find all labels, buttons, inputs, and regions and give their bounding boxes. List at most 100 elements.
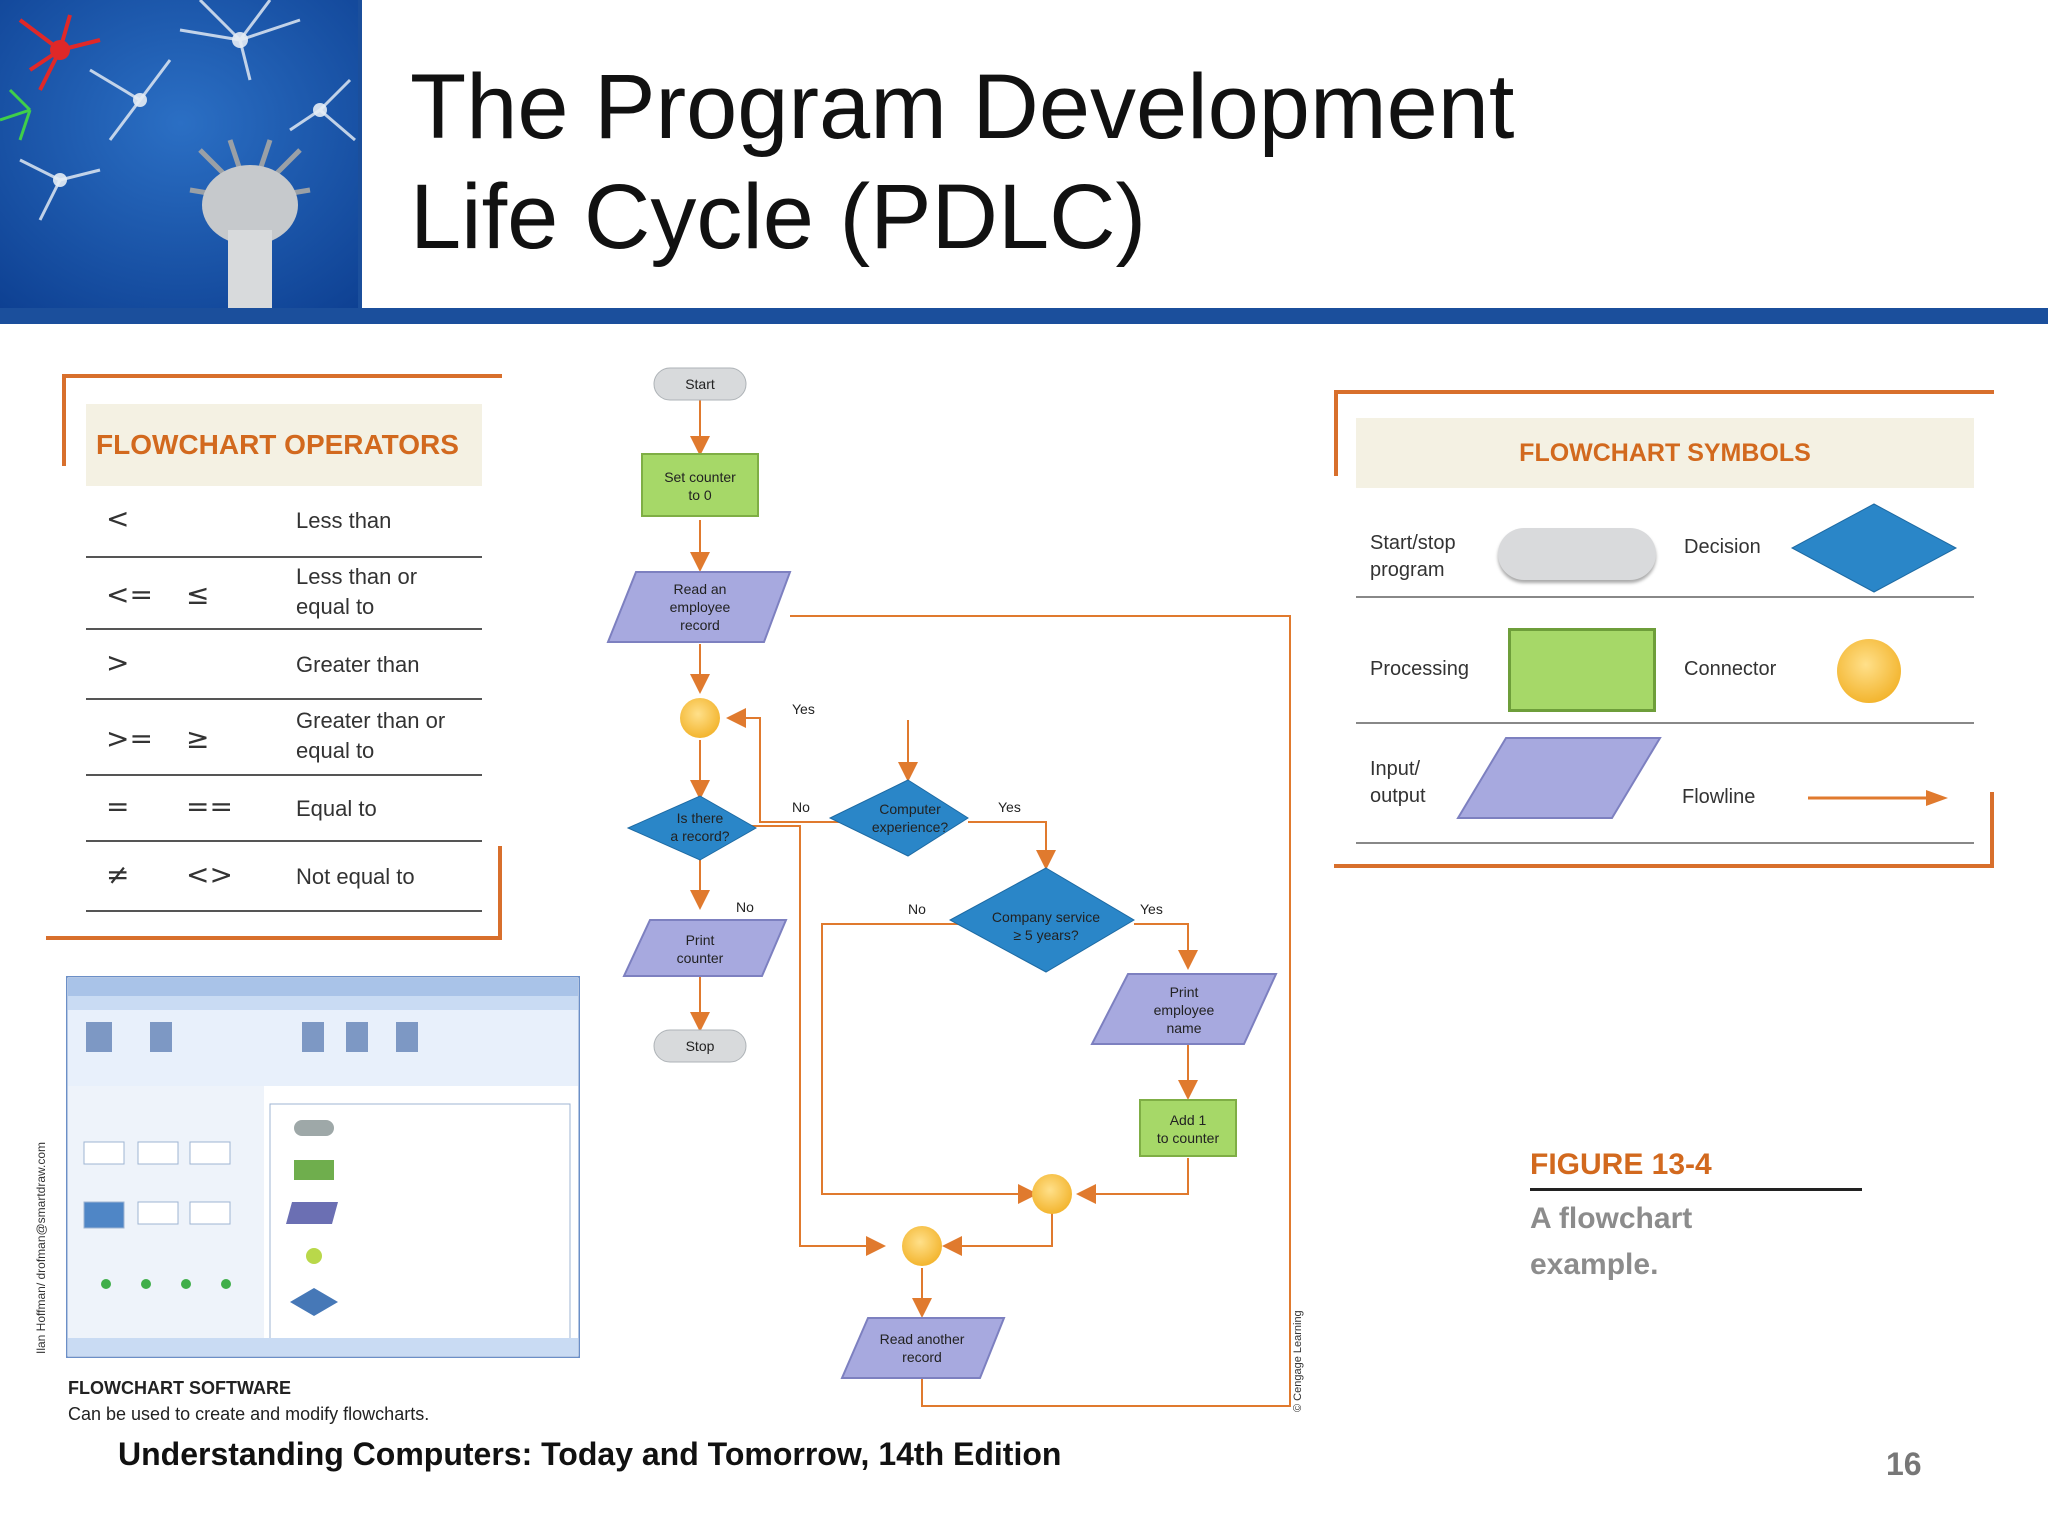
set-counter-label-2: to 0 xyxy=(688,487,712,503)
connector-2 xyxy=(1032,1174,1072,1214)
flowline-label: Flowline xyxy=(1682,786,1756,808)
operator-alt-symbol: == xyxy=(186,790,233,823)
read-another-label-2: record xyxy=(902,1349,942,1365)
read-record-label-1: Read an xyxy=(674,581,727,597)
operator-desc: Less than or equal to xyxy=(296,564,418,619)
connector-3 xyxy=(902,1226,942,1266)
copyright-note: © Cengage Learning xyxy=(1292,1310,1304,1412)
decision-label: Decision xyxy=(1684,536,1761,558)
operator-row: > Greater than xyxy=(86,630,482,700)
symbols-row-divider xyxy=(1356,842,1974,844)
add-one-label-2: to counter xyxy=(1157,1130,1220,1146)
is-record-label-2: a record? xyxy=(670,828,729,844)
read-another-io xyxy=(840,1317,1006,1379)
print-name-label-1: Print xyxy=(1170,984,1199,1000)
flowlines xyxy=(690,400,1291,1407)
figure-desc-line-1: A flowchart xyxy=(1530,1202,1693,1235)
operator-symbol: <= xyxy=(106,578,153,611)
input-output-label: Input/ output xyxy=(1370,758,1426,807)
title-line-2: Life Cycle (PDLC) xyxy=(410,166,1147,268)
print-name-label-2: employee xyxy=(1154,1002,1215,1018)
add-one-label-1: Add 1 xyxy=(1170,1112,1207,1128)
operator-alt-symbol: <> xyxy=(186,858,233,891)
decision-symbol xyxy=(1790,503,1958,593)
operator-row: <= ≤ Less than or equal to xyxy=(86,558,482,630)
operator-row: ≠ <> Not equal to xyxy=(86,842,482,912)
add-one-process xyxy=(1139,1099,1237,1157)
operator-symbol: > xyxy=(106,646,130,679)
start-terminator xyxy=(653,367,747,401)
software-caption-title: FLOWCHART SOFTWARE xyxy=(68,1378,291,1398)
set-counter-process xyxy=(641,453,759,517)
operator-desc: Greater than xyxy=(296,652,420,677)
title-line-1: The Program Development xyxy=(410,56,1515,158)
computer-exp-label-2: experience? xyxy=(872,819,948,835)
input-output-symbol xyxy=(1456,737,1662,819)
figure-label: FIGURE 13-4 xyxy=(1530,1148,1712,1181)
symbols-row-divider xyxy=(1356,596,1974,598)
computer-exp-label-1: Computer xyxy=(879,801,941,817)
connector-label: Connector xyxy=(1684,658,1777,680)
label-yes-2: Yes xyxy=(998,799,1021,815)
operator-alt-symbol: ≥ xyxy=(186,722,210,755)
connector-1 xyxy=(680,698,720,738)
operator-row: >= ≥ Greater than or equal to xyxy=(86,700,482,776)
start-label: Start xyxy=(685,376,715,392)
company-service-label-1: Company service xyxy=(992,909,1100,925)
symbols-frame-right xyxy=(1990,792,1994,868)
computer-experience-decision xyxy=(828,779,969,857)
operators-frame-top xyxy=(62,374,502,378)
is-record-label-1: Is there xyxy=(677,810,724,826)
operator-desc: Less than xyxy=(296,508,392,533)
operators-frame-left xyxy=(62,374,66,466)
figure-desc-line-2: example. xyxy=(1530,1248,1659,1281)
flowline-symbol xyxy=(1808,790,1948,806)
company-service-decision xyxy=(948,867,1135,973)
figure-rule xyxy=(1530,1188,1862,1191)
operator-desc: Not equal to xyxy=(296,864,415,889)
print-counter-label-1: Print xyxy=(686,932,715,948)
is-record-decision xyxy=(626,795,758,861)
operator-desc: Equal to xyxy=(296,796,377,821)
stop-label: Stop xyxy=(686,1038,715,1054)
connector-symbol xyxy=(1837,639,1901,703)
operator-row: < Less than xyxy=(86,486,482,558)
figure-description: A flowchart example. xyxy=(1530,1196,1790,1288)
operator-symbol: >= xyxy=(106,722,153,755)
header-rule xyxy=(0,308,2048,324)
company-service-label-2: ≥ 5 years? xyxy=(1013,927,1078,943)
label-yes-1: Yes xyxy=(792,701,815,717)
set-counter-label-1: Set counter xyxy=(664,469,736,485)
processing-symbol xyxy=(1508,628,1656,712)
header-divider xyxy=(358,0,362,308)
read-record-label-2: employee xyxy=(670,599,731,615)
print-name-label-3: name xyxy=(1166,1020,1201,1036)
operators-heading: FLOWCHART OPERATORS xyxy=(86,404,482,486)
slide-title: The Program Development Life Cycle (PDLC… xyxy=(410,52,1710,272)
operators-frame-bottom xyxy=(46,936,502,940)
operator-alt-symbol: ≤ xyxy=(186,578,210,611)
symbols-frame-left xyxy=(1334,390,1338,476)
label-yes-3: Yes xyxy=(1140,901,1163,917)
dandelion-logo-art xyxy=(0,0,362,308)
print-counter-label-2: counter xyxy=(677,950,724,966)
flowchart-software-screenshot xyxy=(66,976,580,1358)
start-stop-symbol xyxy=(1498,528,1656,580)
symbols-heading: FLOWCHART SYMBOLS xyxy=(1356,418,1974,488)
symbols-frame-bottom xyxy=(1334,864,1994,868)
print-name-io xyxy=(1090,973,1278,1045)
operator-row: = == Equal to xyxy=(86,776,482,842)
read-another-label-1: Read another xyxy=(880,1331,965,1347)
processing-label: Processing xyxy=(1370,658,1469,680)
operator-symbol: = xyxy=(106,790,130,823)
slide-footer: Understanding Computers: Today and Tomor… xyxy=(118,1436,1062,1472)
read-record-label-3: record xyxy=(680,617,720,633)
stop-terminator xyxy=(653,1029,747,1063)
label-no-1: No xyxy=(792,799,810,815)
symbols-row-divider xyxy=(1356,722,1974,724)
read-record-io xyxy=(606,571,792,643)
operator-symbol: ≠ xyxy=(106,858,130,891)
operator-desc: Greater than or equal to xyxy=(296,708,446,763)
print-counter-io xyxy=(622,919,788,977)
start-stop-label: Start/stop program xyxy=(1370,532,1456,581)
